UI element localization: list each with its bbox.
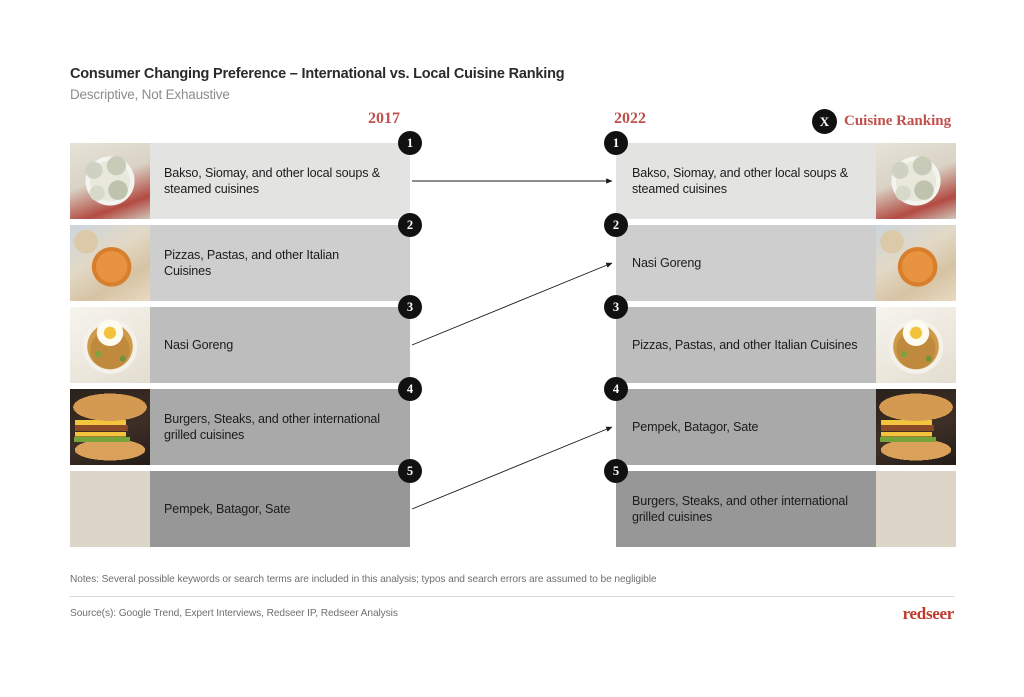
burger-photo	[876, 389, 956, 465]
sate-photo-art	[70, 471, 150, 547]
ranking-row[interactable]: Pizzas, Pastas, and other Italian Cuisin…	[604, 295, 956, 383]
ranking-row[interactable]: Pempek, Batagor, Sate 4	[604, 377, 956, 465]
ranking-row[interactable]: Pizzas, Pastas, and other Italian Cuisin…	[70, 213, 422, 301]
redseer-logo: redseer	[902, 604, 955, 623]
ranking-row-label: Burgers, Steaks, and other international…	[164, 411, 380, 442]
legend: X Cuisine Ranking	[812, 109, 951, 134]
column-header-2017: 2017	[368, 110, 400, 127]
bakso-soup-photo-art	[70, 143, 150, 219]
bakso-soup-photo	[70, 143, 150, 219]
ranking-row[interactable]: Nasi Goreng 3	[70, 295, 422, 383]
legend-label: Cuisine Ranking	[844, 113, 952, 129]
bakso-soup-photo	[876, 143, 956, 219]
rank-badge-1: 1	[604, 131, 628, 155]
ranking-row-label: Bakso, Siomay, and other local soups & s…	[632, 165, 848, 196]
page-subtitle: Descriptive, Not Exhaustive	[70, 87, 230, 102]
ranking-column-2022: Bakso, Siomay, and other local soups & s…	[604, 131, 956, 553]
rank-badge-2: 2	[604, 213, 628, 237]
rank-badge-4: 4	[398, 377, 422, 401]
footnote-source: Source(s): Google Trend, Expert Intervie…	[70, 608, 398, 619]
ranking-row-label: Pempek, Batagor, Sate	[164, 501, 291, 516]
rank-badge-3: 3	[398, 295, 422, 319]
footnote-notes: Notes: Several possible keywords or sear…	[70, 574, 657, 585]
ranking-row-label: Pizzas, Pastas, and other Italian Cuisin…	[632, 337, 858, 352]
footer-divider	[70, 596, 954, 597]
ranking-row-label: Pizzas, Pastas, and other Italian Cuisin…	[164, 247, 339, 278]
ranking-row-label: Burgers, Steaks, and other international…	[632, 493, 848, 524]
column-header-2022: 2022	[614, 110, 646, 127]
rank-badge-2: 2	[398, 213, 422, 237]
page-title: Consumer Changing Preference – Internati…	[70, 66, 565, 82]
pizza-photo	[876, 225, 956, 301]
nasi-goreng-photo	[876, 307, 956, 383]
ranking-row-label: Pempek, Batagor, Sate	[632, 419, 759, 434]
ranking-row[interactable]: Bakso, Siomay, and other local soups & s…	[70, 131, 422, 219]
rank-badge-5: 5	[604, 459, 628, 483]
pizza-photo-art	[70, 225, 150, 301]
nasi-goreng-photo-art	[70, 307, 150, 383]
ranking-row-label: Bakso, Siomay, and other local soups & s…	[164, 165, 380, 196]
ranking-row[interactable]: Burgers, Steaks, and other international…	[604, 459, 956, 547]
ranking-row[interactable]: Pempek, Batagor, Sate 5	[70, 459, 422, 547]
nasi-goreng-photo-art	[876, 307, 956, 383]
ranking-row-label: Nasi Goreng	[632, 255, 702, 270]
legend-rank-badge-icon: X	[812, 109, 837, 134]
burger-photo-art	[70, 389, 150, 465]
ranking-column-2017: Bakso, Siomay, and other local soups & s…	[70, 131, 422, 553]
rank-badge-1: 1	[398, 131, 422, 155]
sate-photo	[876, 471, 956, 547]
sate-photo-art	[876, 471, 956, 547]
nasi-goreng-photo	[70, 307, 150, 383]
ranking-row[interactable]: Nasi Goreng 2	[604, 213, 956, 301]
pizza-photo-art	[876, 225, 956, 301]
rank-badge-3: 3	[604, 295, 628, 319]
ranking-row[interactable]: Burgers, Steaks, and other international…	[70, 377, 422, 465]
burger-photo-art	[876, 389, 956, 465]
ranking-row[interactable]: Bakso, Siomay, and other local soups & s…	[604, 131, 956, 219]
burger-photo	[70, 389, 150, 465]
sate-photo	[70, 471, 150, 547]
rank-badge-5: 5	[398, 459, 422, 483]
pizza-photo	[70, 225, 150, 301]
bakso-soup-photo-art	[876, 143, 956, 219]
rank-badge-4: 4	[604, 377, 628, 401]
ranking-row-label: Nasi Goreng	[164, 337, 234, 352]
